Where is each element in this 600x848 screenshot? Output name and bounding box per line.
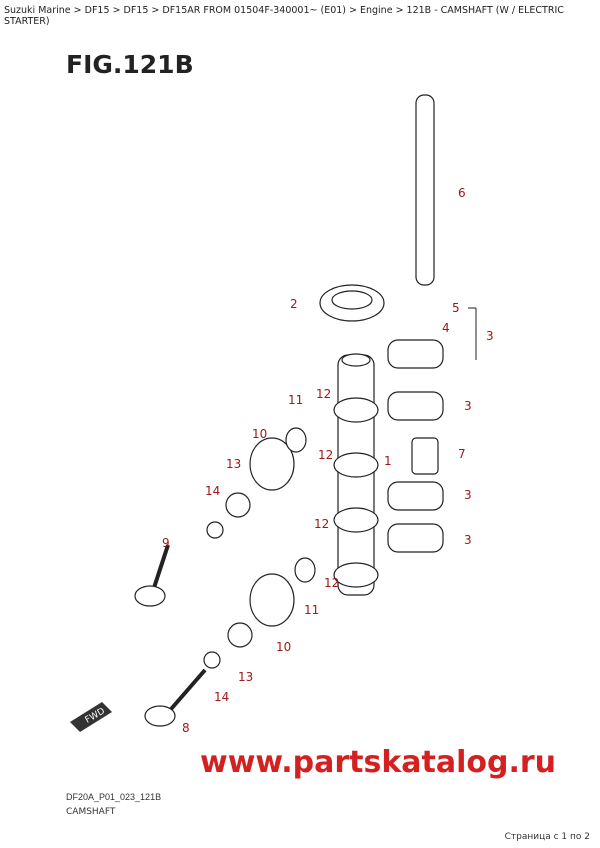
- fwd-arrow: FWD: [70, 702, 112, 732]
- callout-3[interactable]: 3: [464, 533, 472, 547]
- callout-10[interactable]: 10: [276, 640, 291, 654]
- drawing-name: CAMSHAFT: [66, 807, 116, 817]
- callout-11[interactable]: 11: [304, 603, 319, 617]
- callout-8[interactable]: 8: [182, 721, 190, 735]
- callout-14[interactable]: 14: [214, 690, 229, 704]
- callout-3[interactable]: 3: [486, 329, 494, 343]
- callout-13[interactable]: 13: [238, 670, 253, 684]
- valves: [134, 544, 207, 727]
- pushrod: [415, 94, 435, 286]
- callout-3[interactable]: 3: [464, 399, 472, 413]
- pagination: Страница с 1 по 2: [504, 832, 590, 842]
- callout-12[interactable]: 12: [324, 576, 339, 590]
- watermark: www.partskatalog.ru: [200, 745, 556, 780]
- callout-6[interactable]: 6: [458, 186, 466, 200]
- camshaft: [333, 353, 379, 596]
- callout-4[interactable]: 4: [442, 321, 450, 335]
- callout-12[interactable]: 12: [314, 517, 329, 531]
- callout-12[interactable]: 12: [316, 387, 331, 401]
- springs: [249, 437, 439, 627]
- callout-1[interactable]: 1: [384, 454, 392, 468]
- callout-10[interactable]: 10: [252, 427, 267, 441]
- callout-5[interactable]: 5: [452, 301, 460, 315]
- callout-11[interactable]: 11: [288, 393, 303, 407]
- drawing-code: DF20A_P01_023_121B: [66, 792, 162, 802]
- callout-12[interactable]: 12: [318, 448, 333, 462]
- rocker-arms: [387, 339, 444, 553]
- callout-14[interactable]: 14: [205, 484, 220, 498]
- oil-seal: [319, 284, 385, 322]
- breadcrumb[interactable]: Suzuki Marine > DF15 > DF15 > DF15AR FRO…: [4, 5, 564, 27]
- callout-7[interactable]: 7: [458, 447, 466, 461]
- callout-2[interactable]: 2: [290, 297, 298, 311]
- callout-9[interactable]: 9: [162, 536, 170, 550]
- fwd-label: FWD: [84, 706, 107, 725]
- callout-3[interactable]: 3: [464, 488, 472, 502]
- retainers: [203, 427, 316, 669]
- callout-13[interactable]: 13: [226, 457, 241, 471]
- figure-title: FIG.121B: [66, 50, 194, 79]
